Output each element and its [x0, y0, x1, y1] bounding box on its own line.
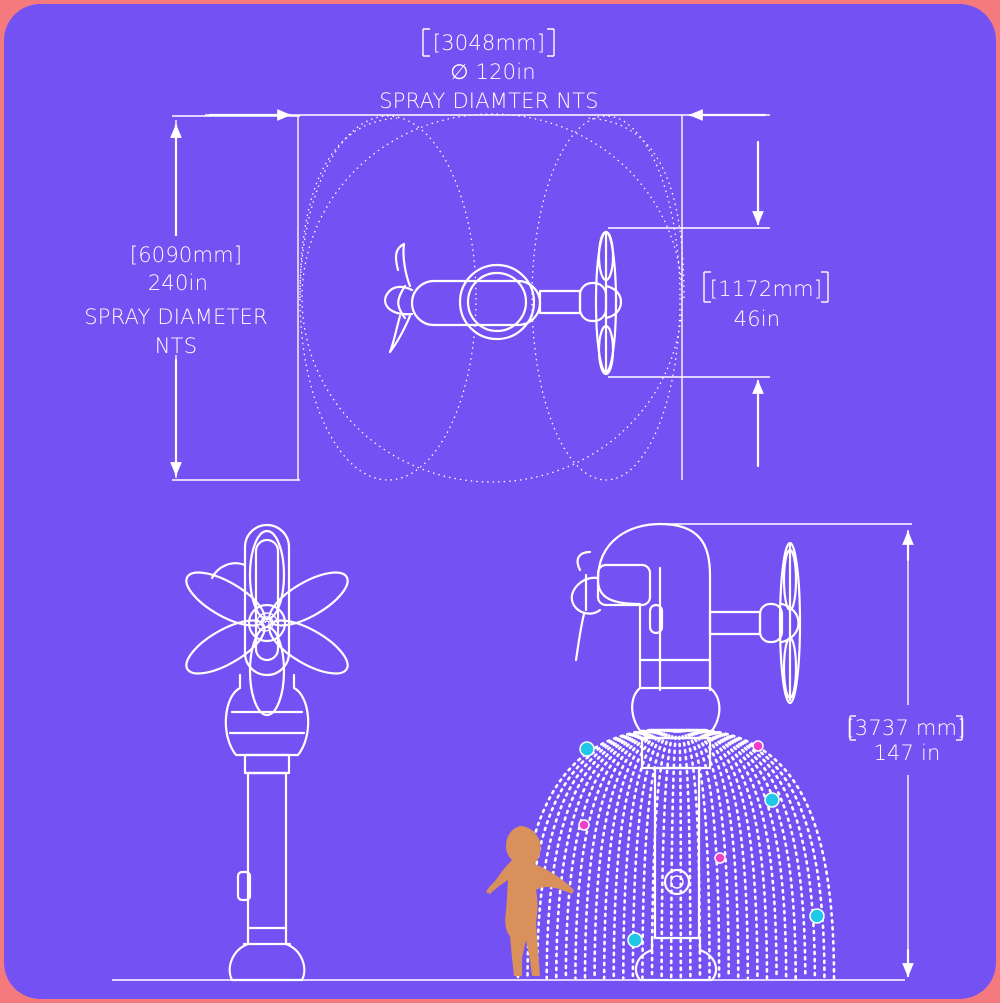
spray-stream	[574, 728, 662, 980]
spray-stream	[535, 728, 655, 980]
spray-feature-technical-drawing: [3048mm] ∅ 120in SPRAY DIAMTER NTS [6090…	[4, 4, 996, 999]
height-dimension	[170, 115, 300, 481]
spray-stream	[631, 728, 672, 980]
spray-stream	[690, 728, 759, 980]
spray-stream	[677, 728, 683, 980]
spray-stream	[678, 728, 692, 980]
total-height-mm-label: [3737 mm]	[846, 716, 965, 740]
side-elevation	[486, 522, 963, 982]
spray-stream	[702, 728, 826, 980]
spray-stream	[693, 728, 778, 980]
unit-plan	[384, 230, 622, 376]
width-inch-label: ∅ 120in	[450, 60, 536, 84]
spray-stream	[593, 728, 665, 980]
spray-stream	[650, 728, 675, 980]
spray-stream	[622, 728, 670, 980]
spray-stream	[555, 728, 658, 980]
spray-stream	[698, 728, 807, 980]
fan-spacing-mm-label: [1172mm]	[710, 277, 822, 301]
spray-stream	[564, 728, 660, 980]
spray-stream	[692, 728, 769, 980]
height-inch-label: 240in	[148, 271, 208, 295]
spray-stream	[703, 728, 836, 980]
spray-stream	[660, 728, 677, 980]
child-silhouette-icon	[486, 826, 574, 976]
width-dimension	[205, 28, 770, 480]
height-mm-label: [6090mm]	[130, 243, 242, 267]
spray-stream	[669, 728, 678, 980]
front-elevation	[185, 523, 349, 982]
spray-stream	[545, 728, 657, 980]
drawing-background	[4, 4, 996, 999]
total-height-inch-label: 147 in	[873, 741, 940, 765]
width-mm-label: [3048mm]	[433, 31, 545, 55]
spray-stream	[695, 728, 788, 980]
total-height-dimension	[660, 523, 963, 978]
fan-spacing-inch-label: 46in	[734, 307, 781, 331]
spray-stream	[583, 728, 663, 980]
swirl-logo-icon	[256, 612, 278, 632]
height-note-line1: SPRAY DIAMETER	[84, 305, 268, 329]
spray-stream	[683, 728, 721, 980]
fan-spacing-dimension	[608, 140, 829, 468]
drawing-frame: [3048mm] ∅ 120in SPRAY DIAMTER NTS [6090…	[4, 4, 996, 999]
plan-view	[170, 28, 829, 483]
width-note-label: SPRAY DIAMTER NTS	[379, 89, 598, 113]
height-note-line2: NTS	[155, 334, 197, 358]
